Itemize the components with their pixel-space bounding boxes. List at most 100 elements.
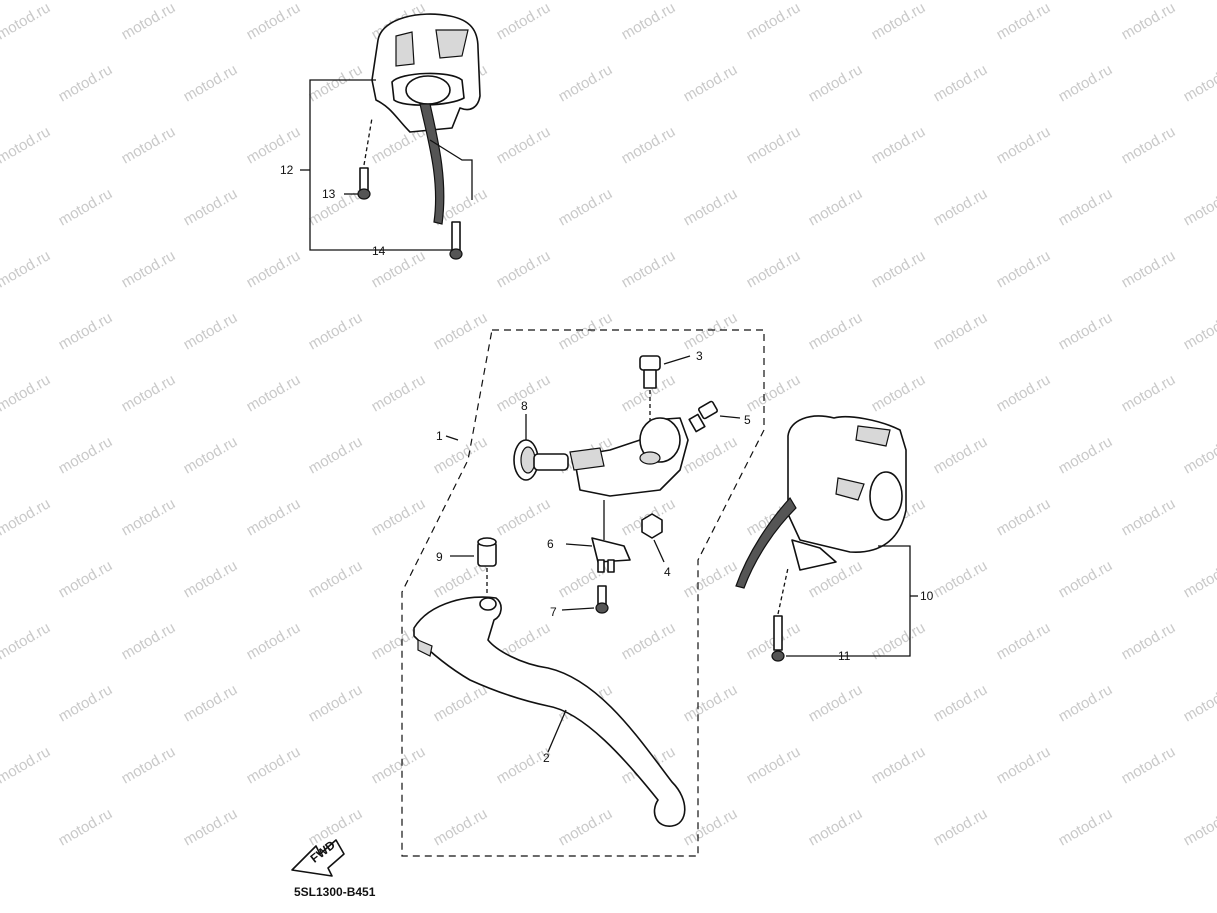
watermark-text: motod.ru bbox=[494, 247, 554, 291]
watermark-text: motod.ru bbox=[494, 495, 554, 539]
collar-9 bbox=[450, 537, 497, 596]
callout-3: 3 bbox=[696, 349, 703, 363]
watermark-text: motod.ru bbox=[1056, 557, 1116, 601]
watermark-text: motod.ru bbox=[994, 371, 1054, 415]
watermark-text: motod.ru bbox=[869, 743, 929, 787]
watermark-text: motod.ru bbox=[56, 433, 116, 477]
watermark-text: motod.ru bbox=[1119, 247, 1179, 291]
watermark-text: motod.ru bbox=[1119, 371, 1179, 415]
leader-1 bbox=[445, 435, 459, 441]
watermark-text: motod.ru bbox=[1181, 805, 1217, 849]
watermark-text: motod.ru bbox=[244, 371, 304, 415]
watermark-text: motod.ru bbox=[0, 495, 53, 539]
callout-2: 2 bbox=[543, 751, 550, 765]
watermark-text: motod.ru bbox=[119, 247, 179, 291]
fwd-arrow-icon: FWD bbox=[291, 838, 345, 877]
watermark-text: motod.ru bbox=[119, 371, 179, 415]
watermark-text: motod.ru bbox=[994, 123, 1054, 167]
callout-11: 11 bbox=[838, 649, 851, 663]
watermark-text: motod.ru bbox=[56, 557, 116, 601]
callout-14: 14 bbox=[372, 244, 386, 258]
watermark-text: motod.ru bbox=[556, 61, 616, 105]
watermark-text: motod.ru bbox=[244, 0, 304, 43]
watermark-text: motod.ru bbox=[619, 619, 679, 663]
adjuster-8 bbox=[513, 414, 569, 481]
watermark-text: motod.ru bbox=[244, 619, 304, 663]
watermark-text: motod.ru bbox=[681, 185, 741, 229]
watermark-text: motod.ru bbox=[681, 681, 741, 725]
watermark-text: motod.ru bbox=[306, 681, 366, 725]
watermark-text: motod.ru bbox=[431, 681, 491, 725]
watermark-text: motod.ru bbox=[931, 433, 991, 477]
watermark-text: motod.ru bbox=[931, 557, 991, 601]
watermark-text: motod.ru bbox=[994, 247, 1054, 291]
clutch-switch-6 bbox=[565, 537, 631, 573]
watermark-text: motod.ru bbox=[56, 61, 116, 105]
watermark-text: motod.ru bbox=[1181, 61, 1217, 105]
watermark-text: motod.ru bbox=[556, 309, 616, 353]
screw-7 bbox=[561, 585, 609, 614]
watermark-text: motod.ru bbox=[931, 681, 991, 725]
watermark-text: motod.ru bbox=[369, 743, 429, 787]
watermark-text: motod.ru bbox=[306, 185, 366, 229]
watermark-text: motod.ru bbox=[0, 371, 53, 415]
nut-4 bbox=[641, 513, 665, 563]
callout-10: 10 bbox=[920, 589, 934, 603]
watermark-text: motod.ru bbox=[744, 371, 804, 415]
watermark-text: motod.ru bbox=[1181, 309, 1217, 353]
watermark-text: motod.ru bbox=[119, 0, 179, 43]
watermark-text: motod.ru bbox=[931, 185, 991, 229]
watermark-text: motod.ru bbox=[1056, 805, 1116, 849]
assembly-1-boundary bbox=[401, 329, 765, 857]
bolt-3 bbox=[639, 355, 691, 430]
watermark-text: motod.ru bbox=[431, 805, 491, 849]
callout-5: 5 bbox=[744, 413, 751, 427]
watermark-text: motod.ru bbox=[806, 185, 866, 229]
watermark-text: motod.ru bbox=[744, 247, 804, 291]
watermark-text: motod.ru bbox=[306, 61, 366, 105]
watermark-text: motod.ru bbox=[306, 309, 366, 353]
screw-14 bbox=[449, 221, 463, 260]
watermark-text: motod.ru bbox=[619, 247, 679, 291]
watermark-text: motod.ru bbox=[181, 681, 241, 725]
callout-1: 1 bbox=[436, 429, 443, 443]
watermark-text: motod.ru bbox=[806, 61, 866, 105]
watermark-text: motod.ru bbox=[119, 619, 179, 663]
handlebar-switch-lower bbox=[735, 415, 918, 657]
watermark-text: motod.ru bbox=[244, 743, 304, 787]
watermark-text: motod.ru bbox=[1181, 433, 1217, 477]
watermark-text: motod.ru bbox=[494, 123, 554, 167]
watermark-text: motod.ru bbox=[931, 61, 991, 105]
watermark-text: motod.ru bbox=[494, 743, 554, 787]
watermark-text: motod.ru bbox=[806, 805, 866, 849]
watermark-text: motod.ru bbox=[1056, 433, 1116, 477]
watermark-text: motod.ru bbox=[1181, 185, 1217, 229]
watermark-text: motod.ru bbox=[744, 123, 804, 167]
watermark-text: motod.ru bbox=[181, 61, 241, 105]
watermark-text: motod.ru bbox=[556, 185, 616, 229]
watermark-text: motod.ru bbox=[244, 247, 304, 291]
watermark-text: motod.ru bbox=[181, 309, 241, 353]
watermark-text: motod.ru bbox=[119, 743, 179, 787]
watermark-text: motod.ru bbox=[869, 123, 929, 167]
watermark-text: motod.ru bbox=[244, 495, 304, 539]
watermark-text: motod.ru bbox=[681, 309, 741, 353]
watermark-text: motod.ru bbox=[1056, 61, 1116, 105]
watermark-text: motod.ru bbox=[119, 123, 179, 167]
callout-6: 6 bbox=[547, 537, 554, 551]
callout-9: 9 bbox=[436, 550, 443, 564]
watermark-text: motod.ru bbox=[181, 433, 241, 477]
watermark-text: motod.ru bbox=[681, 557, 741, 601]
watermark-text: motod.ru bbox=[806, 309, 866, 353]
watermark-text: motod.ru bbox=[806, 681, 866, 725]
watermark-text: motod.ru bbox=[619, 0, 679, 43]
watermark-text: motod.ru bbox=[994, 0, 1054, 43]
clutch-lever-2 bbox=[413, 596, 686, 827]
watermark-text: motod.ru bbox=[369, 371, 429, 415]
watermark-text: motod.ru bbox=[0, 743, 53, 787]
watermark-text: motod.ru bbox=[1119, 619, 1179, 663]
leaders-12-14 bbox=[300, 79, 452, 251]
watermark-text: motod.ru bbox=[556, 805, 616, 849]
